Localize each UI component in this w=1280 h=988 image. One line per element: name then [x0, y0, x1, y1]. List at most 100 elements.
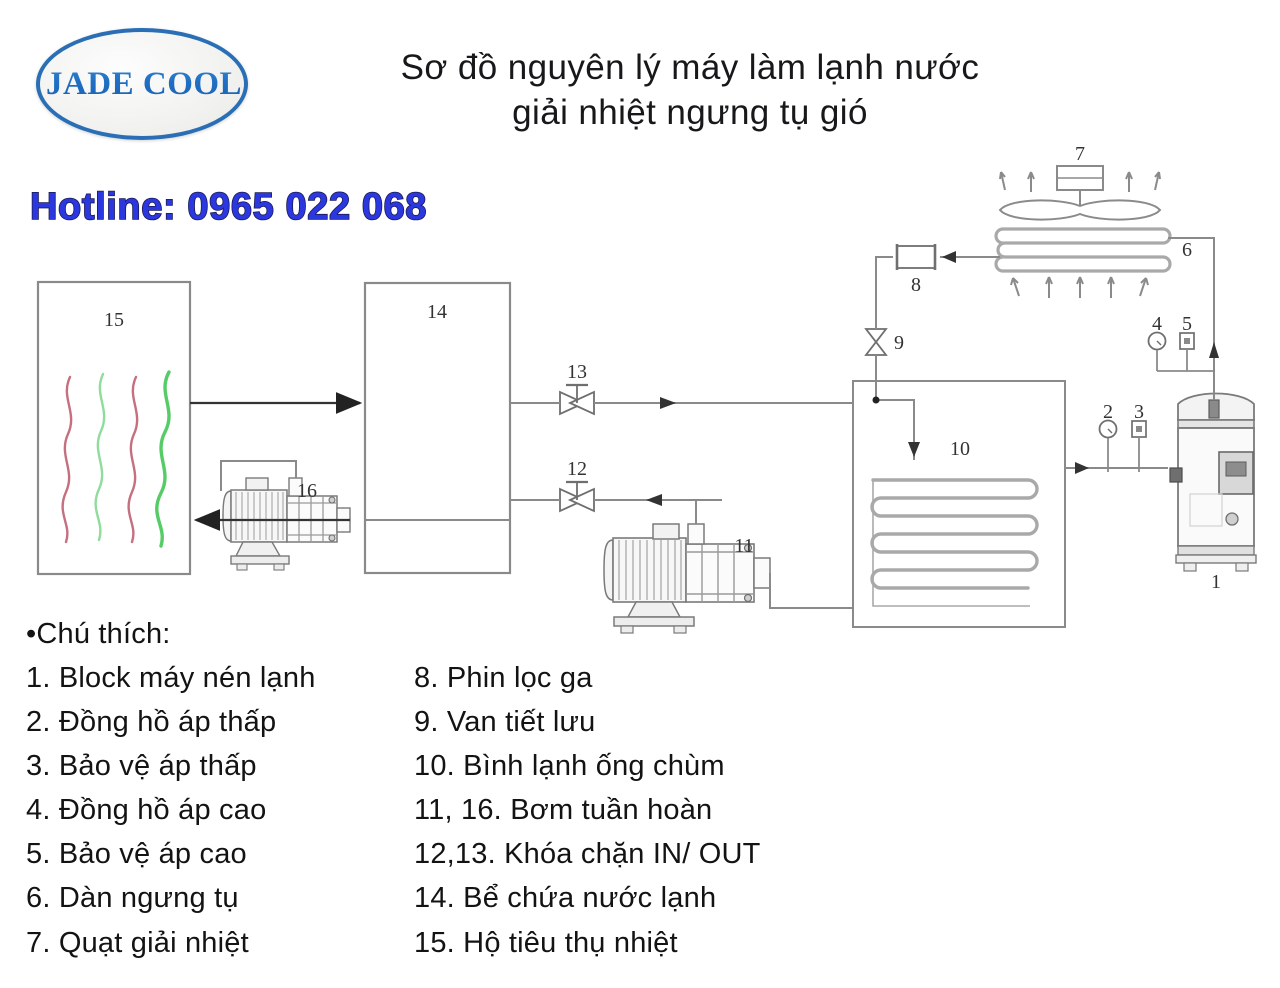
pump-16-casing	[286, 495, 338, 543]
pump-16-bolt-top	[328, 496, 336, 504]
expansion-valve-bottom-triangle	[864, 340, 888, 356]
legend-column-right: 8. Phin lọc ga 9. Van tiết lưu 10. Bình …	[414, 656, 1014, 965]
callout-9: 9	[894, 332, 904, 354]
legend-item-8: 8. Phin lọc ga	[414, 662, 593, 695]
pump-16-unit: 16	[222, 477, 351, 571]
legend-item-11-16: 11, 16. Bơm tuần hoàn	[414, 794, 713, 827]
valve-12-right-wedge	[567, 487, 595, 513]
compressor-dome	[1177, 392, 1255, 421]
pipe-discharge-to-condenser	[1168, 237, 1215, 400]
compressor-terminal-box	[1218, 451, 1254, 495]
water-flow-arrows	[646, 397, 676, 506]
compressor-body	[1177, 427, 1255, 547]
valve-13-unit: 13	[559, 361, 595, 416]
pump-11-motor-endcap	[603, 539, 614, 601]
compressor-dome-band	[1177, 419, 1255, 429]
callout-4: 4	[1152, 313, 1162, 335]
water-piping	[190, 392, 363, 531]
arrow-suction	[1075, 462, 1089, 474]
chiller-vessel-unit: 10	[852, 380, 1066, 628]
expansion-valve-unit: 9	[864, 328, 904, 356]
refrigerant-piping	[875, 237, 1215, 469]
callout-1: 1	[1211, 571, 1221, 593]
pump-16-foot-right	[273, 563, 285, 571]
legend-item-6: 6. Dàn ngưng tụ	[26, 882, 239, 915]
pump-16-motor-body	[230, 489, 288, 543]
compressor-label-plate	[1189, 493, 1223, 527]
filter-drier-body	[896, 245, 936, 269]
callout-6: 6	[1182, 239, 1192, 261]
compressor-discharge-port	[1208, 399, 1220, 419]
heat-consumer-body	[36, 280, 192, 576]
filter-drier-unit: 8	[895, 244, 937, 296]
pump-16-base-pedestal	[234, 541, 282, 557]
fan-airflow-arrows	[999, 171, 1161, 192]
legend-item-9: 9. Van tiết lưu	[414, 706, 596, 739]
arrow-chilled-return	[646, 494, 662, 506]
callout-10: 10	[950, 438, 970, 460]
valve-13-left-wedge	[559, 390, 587, 416]
pipe-drier-to-txv	[875, 256, 893, 329]
pump-16-foot-left	[236, 563, 248, 571]
callout-3: 3	[1134, 401, 1144, 423]
legend-item-7: 7. Quạt giải nhiệt	[26, 926, 249, 959]
refrigerant-flow-arrows	[872, 251, 1219, 474]
arrow-discharge-up	[1209, 342, 1219, 358]
callout-5: 5	[1182, 313, 1192, 335]
high-pressure-switch-inner	[1184, 338, 1190, 344]
compressor-base-band	[1177, 545, 1255, 556]
compressor-unit: 1	[1169, 392, 1257, 593]
valve-12-left-wedge	[559, 487, 587, 513]
fan-motor	[1056, 165, 1104, 191]
pump-16-junction-box	[245, 477, 269, 491]
legend-item-12-13: 12,13. Khóa chặn IN/ OUT	[414, 838, 761, 871]
compressor-terminal-plate	[1225, 461, 1247, 477]
water-tank-body	[363, 281, 512, 575]
callout-15: 15	[104, 309, 124, 331]
pump-11-casing-bands	[686, 544, 754, 602]
chiller-coil-return	[872, 480, 1030, 607]
callout-2: 2	[1103, 401, 1113, 423]
pipe-pump11-riser	[695, 499, 722, 524]
pump-16-suction-riser	[288, 477, 303, 497]
low-pressure-instruments: 2 3	[1098, 401, 1147, 472]
legend-column-left: 1. Block máy nén lạnh 2. Đồng hồ áp thấp…	[26, 656, 414, 965]
pump-11-discharge-flange	[753, 557, 771, 589]
page-title-line-2: giải nhiệt ngưng tụ gió	[512, 92, 868, 132]
pump-16-motor-fins	[235, 492, 284, 540]
low-pressure-switch-box	[1131, 420, 1147, 438]
high-pressure-gauge-dial	[1147, 331, 1167, 351]
low-pressure-gauge-needle	[1107, 428, 1113, 434]
legend-item-5: 5. Bảo vệ áp cao	[26, 838, 247, 871]
callout-7: 7	[1075, 143, 1085, 165]
arrow-chilled-supply	[660, 397, 676, 409]
chiller-coil	[870, 478, 1039, 590]
arrow-condenser-out	[942, 251, 956, 263]
legend-block: •Chú thích: 1. Block máy nén lạnh 2. Đồn…	[26, 612, 1026, 965]
callout-16: 16	[297, 480, 317, 502]
heat-consumer-unit: 15	[36, 280, 192, 576]
arrow-into-chiller	[908, 442, 920, 457]
chiller-vessel-body	[852, 380, 1066, 628]
high-pressure-gauge-needle	[1156, 340, 1162, 346]
pump-11-motor-fins	[618, 540, 682, 600]
legend-item-14: 14. Bể chứa nước lạnh	[414, 882, 717, 915]
hotline-text: Hotline: 0965 022 068	[29, 185, 428, 229]
callout-13: 13	[567, 361, 587, 383]
page-title: Sơ đồ nguyên lý máy làm lạnh nước giải n…	[310, 46, 1070, 136]
condenser-coil	[996, 227, 1172, 273]
pump-16-discharge-flange	[336, 507, 351, 533]
callout-11: 11	[734, 535, 753, 557]
condenser-unit: 6 7	[994, 143, 1192, 298]
pump-11-junction-box	[652, 523, 680, 540]
legend-item-10: 10. Bình lạnh ống chùm	[414, 750, 725, 783]
water-piping-grey	[220, 402, 853, 609]
high-pressure-switch-box	[1179, 332, 1195, 350]
compressor-foot-right	[1235, 562, 1249, 572]
legend-item-2: 2. Đồng hồ áp thấp	[26, 706, 277, 739]
compressor-oil-sight	[1225, 512, 1239, 526]
logo-oval-shape	[36, 28, 248, 140]
compressor-foot-plate	[1175, 554, 1257, 564]
condenser-coil-bends	[994, 227, 1004, 273]
pump-11-bolt-top	[743, 543, 753, 553]
